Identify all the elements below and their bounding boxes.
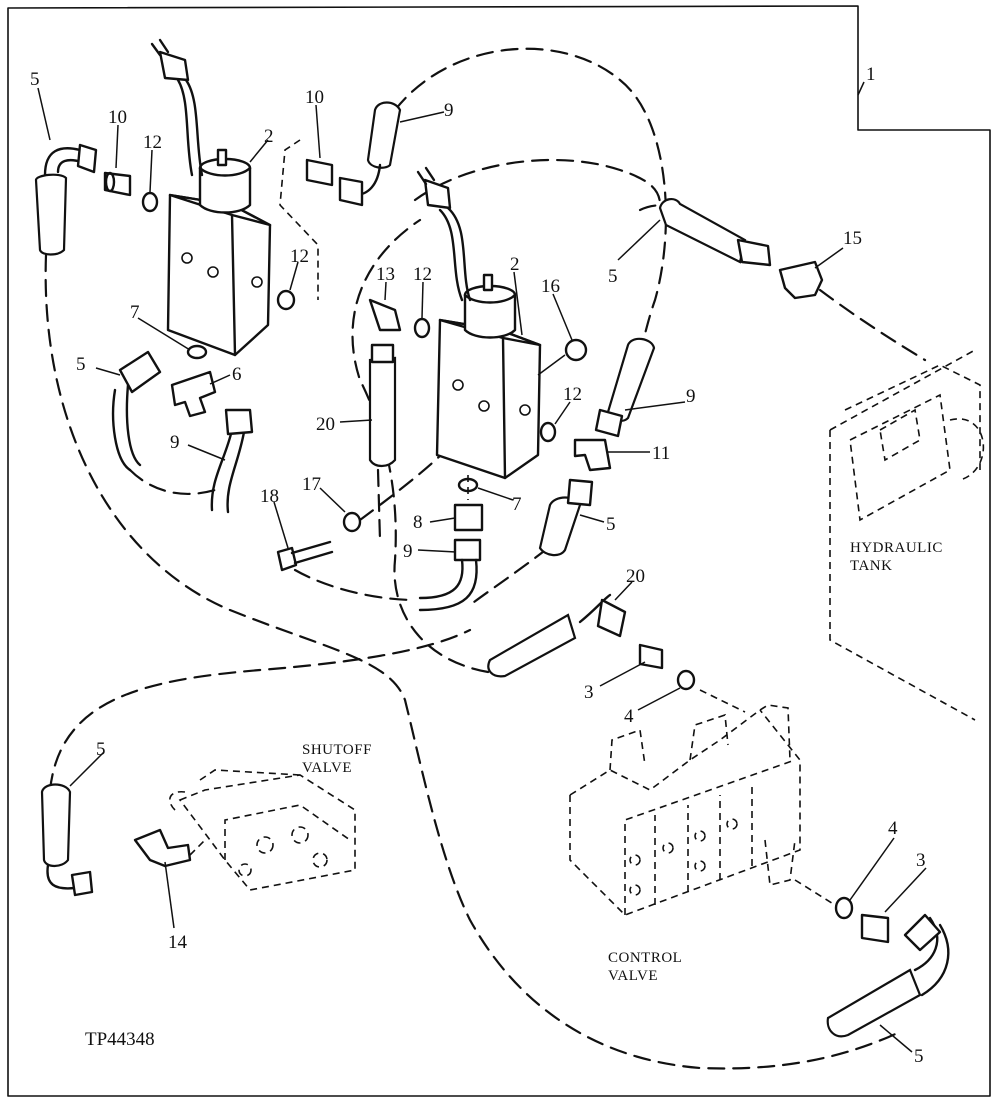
- callout-12: 12: [143, 132, 162, 153]
- hose-9-bottom: [418, 538, 482, 612]
- callout-9: 9: [686, 386, 696, 407]
- solenoid-valve-left: [150, 38, 272, 357]
- callout-9: 9: [403, 541, 413, 562]
- callout-10: 10: [305, 87, 324, 108]
- callout-7: 7: [512, 494, 522, 515]
- hose-20-vertical: [368, 343, 397, 468]
- callout-labels: 5 10 12 2 10 9 12 1 7 6 5 9 13 12 2 16 5…: [30, 64, 926, 1067]
- callout-12: 12: [563, 384, 582, 405]
- washer-7-center: [457, 477, 479, 493]
- caption-control-valve: VALVE: [608, 968, 658, 984]
- hose-routing-lines: [44, 47, 927, 1070]
- control-valve-outline: [569, 704, 801, 916]
- callout-17: 17: [302, 474, 321, 495]
- fitting-13: [368, 298, 402, 332]
- caption-control: CONTROL: [608, 950, 682, 966]
- fitting-15: [778, 260, 824, 300]
- leader-lines: [37, 81, 927, 1053]
- callout-16: 16: [541, 276, 560, 297]
- oring-12-right: [539, 421, 557, 443]
- fitting-3-top: [638, 643, 664, 670]
- caption-shutoff-valve: VALVE: [302, 760, 352, 776]
- hose-9-mid-left: [210, 408, 254, 514]
- hose-5-bottom-left: [40, 783, 94, 897]
- callout-9: 9: [444, 100, 454, 121]
- callout-9: 9: [170, 432, 180, 453]
- caption-tank: TANK: [850, 558, 892, 574]
- callout-10: 10: [108, 107, 127, 128]
- callout-13: 13: [376, 264, 395, 285]
- bolt-18: [276, 540, 334, 572]
- hose-5-mid-left: [111, 350, 162, 472]
- figure-code: TP44348: [85, 1029, 155, 1050]
- callout-12: 12: [413, 264, 432, 285]
- washer-7-left: [186, 344, 208, 360]
- callout-12: 12: [290, 246, 309, 267]
- oring-4-top: [676, 669, 696, 691]
- hose-5-top-left: [34, 143, 98, 256]
- callout-1: 1: [866, 64, 876, 85]
- oring-4-bottom: [834, 896, 854, 920]
- callout-5: 5: [96, 739, 106, 760]
- hose-5-right: [538, 478, 594, 557]
- callout-6: 6: [232, 364, 242, 385]
- shutoff-valve-outline: [169, 769, 356, 891]
- elbow-11: [573, 438, 612, 472]
- frame: [7, 5, 991, 1097]
- nut-16: [564, 338, 588, 362]
- fitting-10-top: [305, 158, 334, 187]
- fitting-10-left: [103, 171, 132, 197]
- component-captions: HYDRAULIC TANK SHUTOFF VALVE CONTROL VAL…: [302, 540, 943, 984]
- hose-5-top-right: [658, 198, 772, 267]
- oring-12-center: [413, 317, 431, 339]
- callout-18: 18: [260, 486, 279, 507]
- callout-3: 3: [584, 682, 594, 703]
- callout-15: 15: [843, 228, 862, 249]
- callout-5: 5: [606, 514, 616, 535]
- hose-9-right: [594, 337, 656, 438]
- callout-2: 2: [510, 254, 520, 275]
- hydraulic-tank-outline: [829, 349, 985, 721]
- callout-5: 5: [30, 69, 40, 90]
- tee-14: [133, 828, 192, 868]
- callout-8: 8: [413, 512, 423, 533]
- callout-5: 5: [608, 266, 618, 287]
- fitting-3-bottom: [860, 913, 890, 944]
- callout-7: 7: [130, 302, 140, 323]
- tee-6: [170, 370, 217, 418]
- callout-4: 4: [624, 706, 634, 727]
- caption-hydraulic: HYDRAULIC: [850, 540, 943, 556]
- callout-4: 4: [888, 818, 898, 839]
- solenoid-valve-center: [416, 166, 542, 480]
- callout-3: 3: [916, 850, 926, 871]
- callout-11: 11: [652, 443, 670, 464]
- callout-14: 14: [168, 932, 188, 953]
- hose-9-top: [338, 101, 402, 207]
- oring-12-top: [276, 289, 296, 311]
- oring-12-left: [141, 191, 159, 213]
- hose-5-bottom-right: [826, 913, 950, 1038]
- hose-20-bottom: [487, 593, 627, 678]
- callout-20: 20: [316, 414, 335, 435]
- fitting-8: [453, 503, 484, 532]
- callout-5: 5: [76, 354, 86, 375]
- callout-20: 20: [626, 566, 645, 587]
- callout-2: 2: [264, 126, 274, 147]
- washer-17: [342, 511, 362, 533]
- callout-5: 5: [914, 1046, 924, 1067]
- caption-shutoff: SHUTOFF: [302, 742, 372, 758]
